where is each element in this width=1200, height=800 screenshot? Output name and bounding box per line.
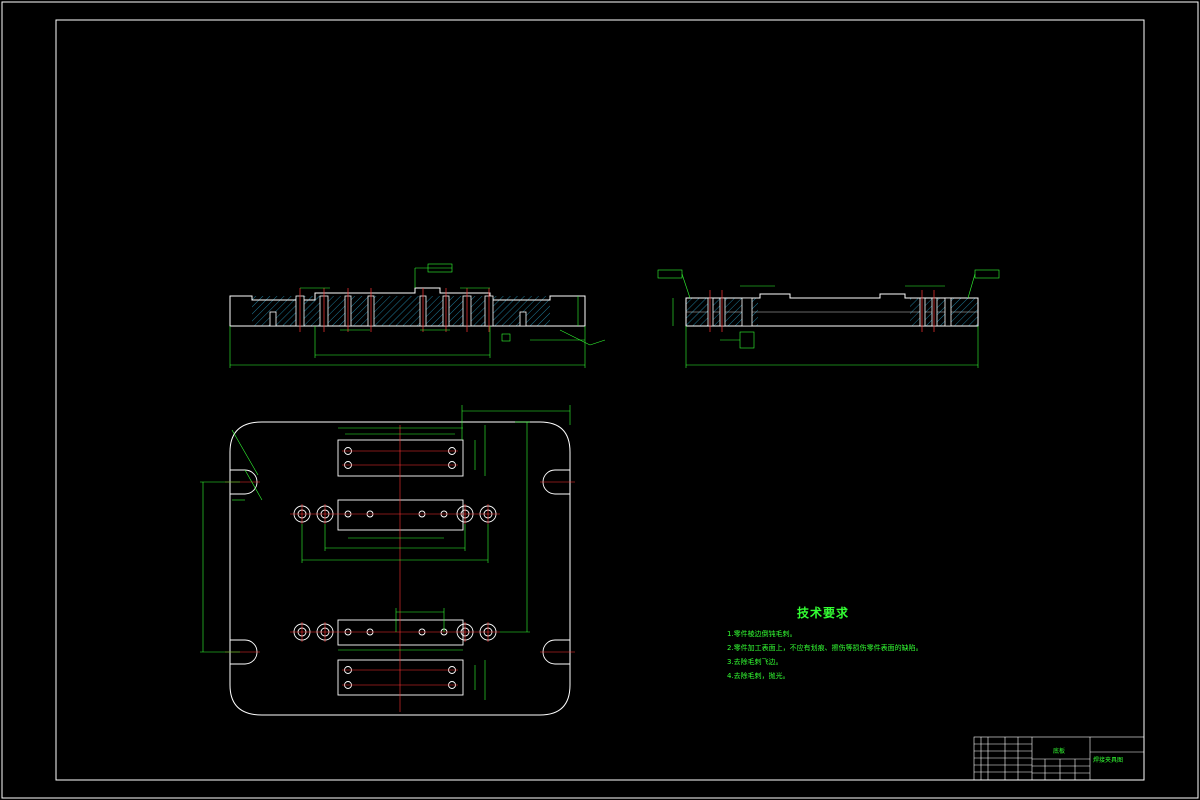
side-section-dimensions: [657, 269, 1000, 368]
title-block-drawing-name: 焊接夹具图: [1093, 757, 1124, 764]
front-section-dimensions: [229, 263, 606, 368]
plan-centerlines: [290, 425, 500, 712]
inner-drawing-frame: [55, 19, 1145, 781]
requirement-item: 2.零件加工表面上，不应有划痕、擦伤等损伤零件表面的缺陷。: [727, 644, 923, 652]
technical-requirements-list: 1.零件棱边倒钝毛刺。 2.零件加工表面上，不应有划痕、擦伤等损伤零件表面的缺陷…: [727, 627, 923, 683]
clamp-blocks: [337, 439, 464, 696]
bolt-holes: [293, 447, 497, 689]
front-section-view: [229, 263, 606, 368]
requirement-item: 4.去除毛刺，抛光。: [727, 672, 790, 680]
top-plan-view: [200, 405, 575, 716]
side-section-view: [657, 269, 1000, 368]
base-plate-outline: [229, 421, 571, 716]
requirement-item: 1.零件棱边倒钝毛刺。: [727, 630, 797, 638]
front-section-centerlines: [299, 288, 490, 332]
title-block: [973, 736, 1145, 781]
title-block-part-name: 底板: [1053, 748, 1066, 755]
requirement-item: 3.去除毛刺飞边。: [727, 658, 783, 666]
technical-requirements-title: 技术要求: [797, 606, 850, 620]
plan-dimensions: [200, 405, 571, 700]
front-section-outline: [229, 287, 586, 327]
side-section-centerlines: [709, 290, 935, 332]
side-section-outline: [685, 293, 979, 327]
side-section-holes: [707, 297, 952, 327]
